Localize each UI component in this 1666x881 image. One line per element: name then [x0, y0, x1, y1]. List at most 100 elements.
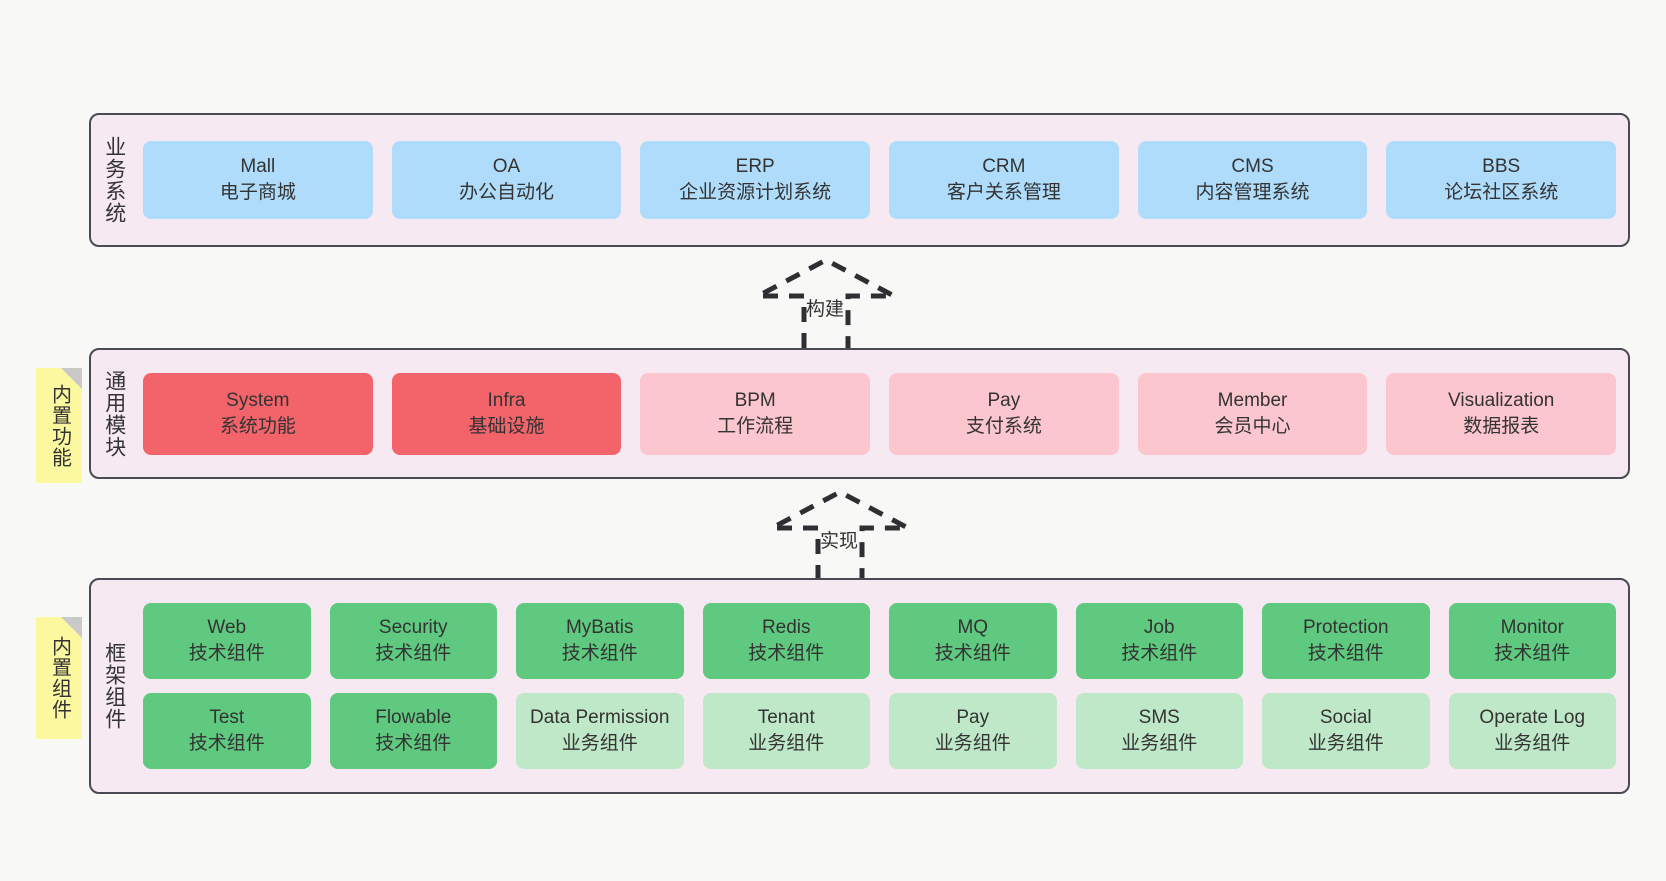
layer-business-system: 业务系统 Mall 电子商城 OA 办公自动化 ERP 企业资源计划系统 CRM… [89, 113, 1630, 247]
card-title-en: Security [378, 617, 448, 639]
card-erp[interactable]: ERP 企业资源计划系统 [640, 141, 871, 219]
card-title-en: BPM [734, 389, 776, 411]
card-title-en: OA [492, 156, 521, 178]
card-title-en: SMS [1138, 707, 1180, 729]
card-data-permission[interactable]: Data Permission 业务组件 [516, 693, 684, 769]
layer-framework-component: 框架组件 Web 技术组件 Security 技术组件 MyBatis 技术组件… [89, 578, 1630, 794]
layer-body-framework-component: Web 技术组件 Security 技术组件 MyBatis 技术组件 Redi… [137, 580, 1628, 792]
card-cms[interactable]: CMS 内容管理系统 [1137, 141, 1368, 219]
card-title-en: System [226, 389, 290, 411]
card-title-cn: 业务组件 [748, 733, 825, 754]
layer-body-common-module: System 系统功能 Infra 基础设施 BPM 工作流程 Pay 支付系统… [137, 350, 1628, 477]
card-title-en: MyBatis [565, 617, 634, 639]
card-tenant[interactable]: Tenant 业务组件 [702, 693, 870, 769]
card-title-en: Flowable [375, 707, 452, 729]
card-title-en: CRM [982, 156, 1026, 178]
card-title-cn: 技术组件 [375, 733, 452, 754]
card-operate-log[interactable]: Operate Log 业务组件 [1448, 693, 1616, 769]
card-title-cn: 业务组件 [1307, 733, 1384, 754]
card-title-cn: 办公自动化 [459, 182, 555, 203]
card-visualization[interactable]: Visualization 数据报表 [1386, 372, 1617, 455]
card-social[interactable]: Social 业务组件 [1262, 693, 1430, 769]
card-pay-component[interactable]: Pay 业务组件 [889, 693, 1057, 769]
card-redis[interactable]: Redis 技术组件 [702, 603, 870, 679]
card-title-cn: 业务组件 [1121, 733, 1198, 754]
card-title-en: MQ [957, 617, 989, 639]
layer-title-business-system: 业务系统 [102, 136, 126, 224]
card-title-cn: 数据报表 [1463, 415, 1540, 437]
card-title-en: Data Permission [530, 707, 670, 729]
arrow-build-label: 构建 [806, 299, 845, 320]
card-row: System 系统功能 Infra 基础设施 BPM 工作流程 Pay 支付系统… [143, 372, 1617, 455]
card-security[interactable]: Security 技术组件 [329, 603, 497, 679]
card-title-cn: 企业资源计划系统 [679, 182, 832, 203]
card-pay[interactable]: Pay 支付系统 [889, 372, 1119, 455]
card-title-en: Web [207, 617, 247, 639]
card-title-en: Job [1143, 617, 1175, 639]
sticky-note-label: 内置组件 [48, 636, 71, 720]
card-row: Test 技术组件 Flowable 技术组件 Data Permission … [143, 693, 1616, 769]
card-title-cn: 会员中心 [1214, 415, 1291, 437]
card-oa[interactable]: OA 办公自动化 [391, 141, 622, 219]
card-sms[interactable]: SMS 业务组件 [1075, 693, 1243, 769]
card-mall[interactable]: Mall 电子商城 [143, 141, 373, 219]
sticky-note-builtin-component: 内置组件 [36, 617, 82, 739]
card-title-cn: 技术组件 [188, 733, 265, 754]
card-row: Web 技术组件 Security 技术组件 MyBatis 技术组件 Redi… [143, 603, 1616, 679]
card-title-cn: 工作流程 [717, 415, 794, 437]
card-crm[interactable]: CRM 客户关系管理 [889, 141, 1119, 219]
card-title-cn: 内容管理系统 [1195, 182, 1310, 203]
folded-corner-icon [61, 368, 82, 389]
card-title-en: CMS [1231, 156, 1274, 178]
card-title-cn: 技术组件 [748, 643, 825, 664]
layer-common-module: 通用模块 System 系统功能 Infra 基础设施 BPM 工作流程 Pay… [89, 348, 1630, 479]
layer-body-business-system: Mall 电子商城 OA 办公自动化 ERP 企业资源计划系统 CRM 客户关系… [137, 115, 1628, 245]
card-bbs[interactable]: BBS 论坛社区系统 [1386, 141, 1617, 219]
card-title-en: Operate Log [1479, 707, 1586, 729]
card-title-en: Test [209, 707, 245, 729]
card-title-en: Protection [1302, 617, 1389, 639]
card-title-cn: 业务组件 [561, 733, 638, 754]
arrow-implement: 实现 [770, 489, 922, 580]
card-title-cn: 技术组件 [1494, 643, 1571, 664]
card-title-en: Tenant [757, 707, 815, 729]
card-title-en: Visualization [1448, 389, 1555, 411]
card-title-en: ERP [735, 156, 775, 178]
card-mq[interactable]: MQ 技术组件 [889, 603, 1057, 679]
card-title-en: Pay [987, 389, 1021, 411]
card-title-en: Member [1217, 389, 1288, 411]
card-protection[interactable]: Protection 技术组件 [1262, 603, 1430, 679]
arrow-implement-label: 实现 [820, 531, 859, 552]
card-test[interactable]: Test 技术组件 [143, 693, 311, 769]
card-title-en: Redis [761, 617, 811, 639]
card-title-en: Infra [487, 389, 526, 411]
card-row: Mall 电子商城 OA 办公自动化 ERP 企业资源计划系统 CRM 客户关系… [143, 141, 1617, 219]
card-title-cn: 支付系统 [965, 415, 1042, 437]
card-bpm[interactable]: BPM 工作流程 [640, 372, 871, 455]
card-mybatis[interactable]: MyBatis 技术组件 [516, 603, 684, 679]
card-system[interactable]: System 系统功能 [143, 372, 373, 455]
card-title-en: Social [1319, 707, 1372, 729]
card-title-en: Pay [956, 707, 990, 729]
card-member[interactable]: Member 会员中心 [1137, 372, 1368, 455]
card-title-cn: 基础设施 [468, 415, 545, 437]
card-job[interactable]: Job 技术组件 [1075, 603, 1243, 679]
card-title-cn: 技术组件 [1121, 643, 1198, 664]
card-web[interactable]: Web 技术组件 [143, 603, 311, 679]
card-title-cn: 电子商城 [219, 182, 296, 203]
card-title-cn: 业务组件 [934, 733, 1011, 754]
card-title-cn: 技术组件 [188, 643, 265, 664]
layer-title-common-module: 通用模块 [102, 369, 126, 458]
card-title-cn: 论坛社区系统 [1444, 182, 1559, 203]
card-title-cn: 业务组件 [1494, 733, 1571, 754]
card-title-cn: 技术组件 [1307, 643, 1384, 664]
folded-corner-icon [61, 617, 82, 638]
card-flowable[interactable]: Flowable 技术组件 [329, 693, 497, 769]
card-title-en: Mall [240, 156, 276, 178]
card-title-cn: 技术组件 [561, 643, 638, 664]
card-monitor[interactable]: Monitor 技术组件 [1448, 603, 1616, 679]
card-title-cn: 客户关系管理 [946, 182, 1061, 203]
layer-title-framework-component: 框架组件 [102, 642, 126, 730]
card-infra[interactable]: Infra 基础设施 [391, 372, 622, 455]
